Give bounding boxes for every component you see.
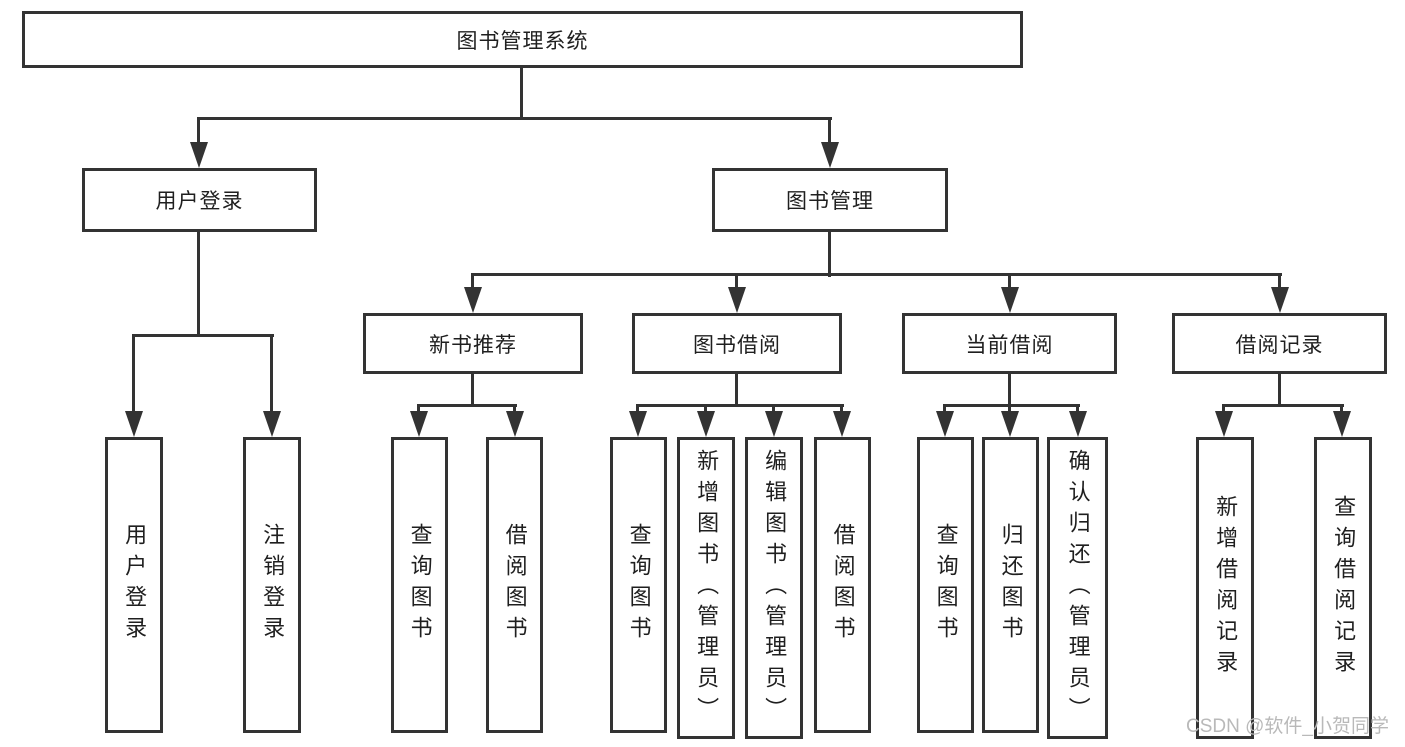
node-label: 编辑图书（管理员）	[762, 448, 788, 728]
node-label: 当前借阅	[965, 333, 1054, 357]
connector-line	[1222, 404, 1344, 407]
node-leaf-logout: 注销登录	[243, 437, 301, 733]
connector-line	[1008, 274, 1011, 295]
arrow-down-icon	[1069, 411, 1087, 437]
arrow-down-icon	[1271, 287, 1289, 313]
node-new-books: 新书推荐	[363, 313, 583, 374]
connector-line	[1278, 374, 1281, 407]
node-leaf-cb-confirm: 确认归还（管理员）	[1047, 437, 1108, 739]
connector-line	[471, 374, 474, 407]
connector-line	[828, 118, 831, 150]
node-label: 图书管理系统	[456, 29, 589, 53]
node-current-borrow: 当前借阅	[902, 313, 1117, 374]
node-label: 图书管理	[786, 190, 874, 213]
connector-line	[1278, 274, 1281, 295]
connector-line	[132, 334, 274, 337]
node-label: 查询图书	[933, 523, 959, 647]
arrow-down-icon	[1001, 411, 1019, 437]
node-label: 新增借阅记录	[1213, 495, 1239, 681]
connector-line	[197, 232, 200, 337]
arrow-down-icon	[765, 411, 783, 437]
arrow-down-icon	[263, 411, 281, 437]
node-label: 图书借阅	[693, 333, 781, 357]
connector-line	[132, 335, 135, 419]
connector-line	[828, 232, 831, 277]
connector-line	[735, 374, 738, 407]
arrow-down-icon	[936, 411, 954, 437]
arrow-down-icon	[821, 142, 839, 168]
node-book-borrowing: 图书借阅	[632, 313, 842, 374]
csdn-watermark: CSDN @软件_小贺同学	[1186, 716, 1389, 737]
connector-line	[270, 335, 273, 419]
node-leaf-cb-return-books: 归还图书	[982, 437, 1039, 733]
node-leaf-bb-query-books: 查询图书	[610, 437, 667, 733]
arrow-down-icon	[1001, 287, 1019, 313]
node-label: 借阅记录	[1235, 333, 1324, 357]
arrow-down-icon	[1333, 411, 1351, 437]
connector-line	[520, 68, 523, 120]
arrow-down-icon	[728, 287, 746, 313]
node-label: 借阅图书	[830, 523, 856, 647]
arrow-down-icon	[190, 142, 208, 168]
node-borrow-records: 借阅记录	[1172, 313, 1387, 374]
node-label: 查询图书	[407, 523, 433, 647]
node-label: 用户登录	[155, 190, 244, 213]
connector-line	[197, 118, 200, 150]
node-label: 查询借阅记录	[1331, 495, 1357, 681]
node-system: 图书管理系统	[22, 11, 1023, 68]
node-leaf-br-query-record: 查询借阅记录	[1314, 437, 1372, 739]
arrow-down-icon	[697, 411, 715, 437]
connector-line	[471, 273, 1282, 276]
connector-line	[197, 117, 832, 120]
node-leaf-bb-add-books: 新增图书（管理员）	[677, 437, 735, 739]
connector-line	[417, 404, 517, 407]
node-leaf-br-add-record: 新增借阅记录	[1196, 437, 1254, 739]
node-label: 新书推荐	[429, 333, 517, 357]
node-label: 新增图书（管理员）	[694, 448, 720, 728]
node-leaf-bb-borrow-books: 借阅图书	[814, 437, 871, 733]
node-user-login: 用户登录	[82, 168, 317, 232]
arrow-down-icon	[125, 411, 143, 437]
connector-line	[1008, 374, 1011, 407]
connector-line	[943, 404, 1080, 407]
node-book-management: 图书管理	[712, 168, 948, 232]
arrow-down-icon	[410, 411, 428, 437]
node-label: 用户登录	[122, 523, 148, 647]
node-leaf-user-login: 用户登录	[105, 437, 163, 733]
arrow-down-icon	[833, 411, 851, 437]
node-leaf-cb-query-books: 查询图书	[917, 437, 974, 733]
connector-line	[735, 274, 738, 295]
arrow-down-icon	[629, 411, 647, 437]
node-label: 查询图书	[626, 523, 652, 647]
node-label: 确认归还（管理员）	[1065, 448, 1091, 728]
node-leaf-nb-borrow-books: 借阅图书	[486, 437, 543, 733]
node-leaf-bb-edit-books: 编辑图书（管理员）	[745, 437, 803, 739]
connector-line	[471, 274, 474, 295]
arrow-down-icon	[506, 411, 524, 437]
node-label: 注销登录	[260, 523, 286, 647]
connector-line	[636, 404, 844, 407]
node-leaf-nb-query-books: 查询图书	[391, 437, 448, 733]
arrow-down-icon	[464, 287, 482, 313]
node-label: 借阅图书	[502, 523, 528, 647]
arrow-down-icon	[1215, 411, 1233, 437]
node-label: 归还图书	[998, 523, 1024, 647]
